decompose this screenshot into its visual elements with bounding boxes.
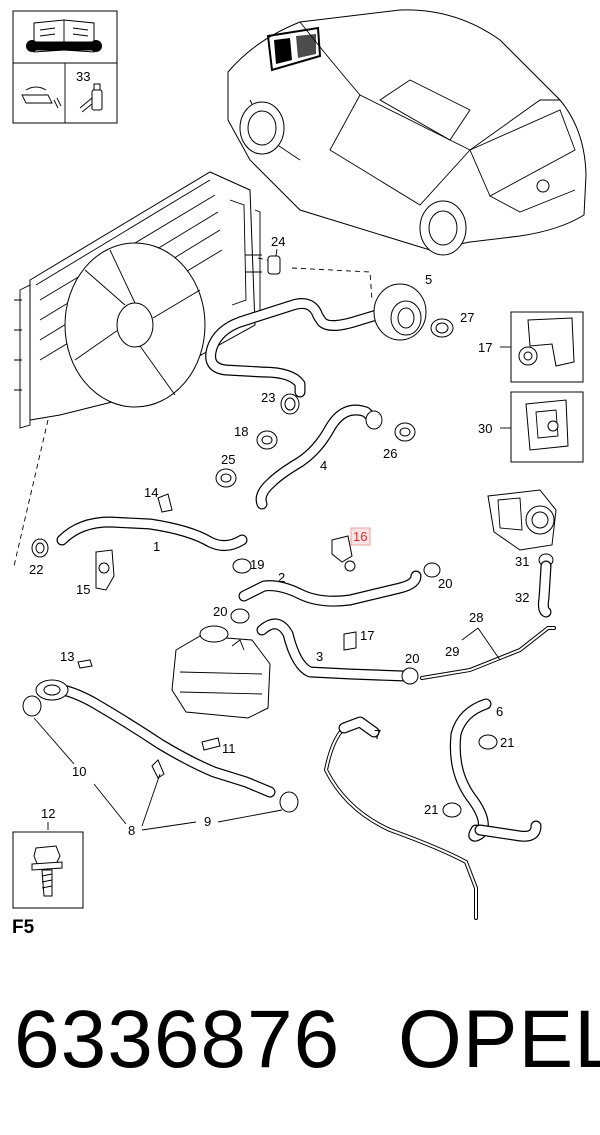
callout-6: 6 [496,704,503,719]
callout-27: 27 [460,310,474,325]
callout-9: 9 [204,814,211,829]
callout-26: 26 [383,446,397,461]
wrench-icon [26,40,102,52]
callout-17-box: 17 [478,340,492,355]
callout-8: 8 [128,823,135,838]
hose-6 [449,698,542,842]
callout-25: 25 [221,452,235,467]
hose-1 [56,516,248,551]
bolt-13 [77,659,93,669]
callout-19: 19 [250,557,264,572]
fluid-tray-icon [21,86,62,109]
callout-30: 30 [478,421,492,436]
clamp-20-middle [230,608,250,624]
part-number: 6336876 [14,994,341,1085]
callout-31: 31 [515,554,529,569]
callout-4: 4 [320,458,327,473]
callout-33: 33 [76,69,90,84]
callout-22: 22 [29,562,43,577]
bracket-15 [95,549,115,591]
expansion-tank [171,625,271,719]
callout-16-highlight [350,527,371,546]
callout-32: 32 [515,590,529,605]
callout-20-middle: 20 [213,604,227,619]
callout-28: 28 [469,610,483,625]
callout-21-lower: 21 [424,802,438,817]
callout-14: 14 [144,485,158,500]
seal-ring-10 [22,695,42,717]
hose-7 [323,716,478,920]
brand-name: OPEL [398,994,600,1085]
clamp-21-lower [442,802,462,818]
callout-21-upper: 21 [500,735,514,750]
clamp-18 [256,430,278,450]
callout-13: 13 [60,649,74,664]
callout-11: 11 [222,741,236,756]
callout-24: 24 [271,234,285,249]
callout-5: 5 [425,272,432,287]
hose-5 [205,283,427,398]
leaders-8-9-10 [33,717,283,831]
callout-1: 1 [153,539,160,554]
callout-18: 18 [234,424,248,439]
clamp-27 [430,318,454,338]
pipe-8 [35,679,276,798]
valve-17 [343,631,357,651]
sealant-bottle-icon [79,83,103,113]
clamp-19 [232,558,252,574]
callout-2: 2 [278,570,285,585]
callout-20-lower: 20 [405,651,419,666]
clamp-22 [31,538,49,558]
callout-15: 15 [76,582,90,597]
pipe-28 [420,626,556,680]
callout-29: 29 [445,644,459,659]
leader-radiator-24 [257,257,373,301]
sensor-16 [331,535,356,572]
radiator-fan-assembly [14,171,262,429]
seal-ring-9 [279,791,299,813]
hose-2 [238,570,422,607]
bracket-30-detail-box [500,391,584,463]
clamp-20-upper [423,562,441,578]
clamp-20-lower [401,667,419,685]
throttle-body [487,489,557,551]
callout-10: 10 [72,764,86,779]
section-code: F5 [12,917,35,938]
bolt-11 [201,737,221,751]
callout-23: 23 [261,390,275,405]
callout-17: 17 [360,628,374,643]
clamp-14 [157,493,173,513]
clamp-24 [267,255,281,275]
car-illustration [227,9,587,256]
callout-12: 12 [41,806,55,821]
clamp-25 [215,468,237,488]
callout-16: 16 [353,529,367,544]
callout-20-upper: 20 [438,576,452,591]
clamp-23 [280,393,300,415]
clamp-26 [394,422,416,442]
hose-32 [537,560,552,618]
hose-3 [256,618,410,682]
callout-7: 7 [374,727,381,742]
callout-3: 3 [316,649,323,664]
hose-4 [255,404,383,510]
bolt-12-detail-box [12,822,84,909]
clamp-21-upper [478,734,498,750]
leader-radiator-22 [13,419,49,567]
leader-28 [461,627,501,661]
clip-17-detail-box [500,311,584,383]
